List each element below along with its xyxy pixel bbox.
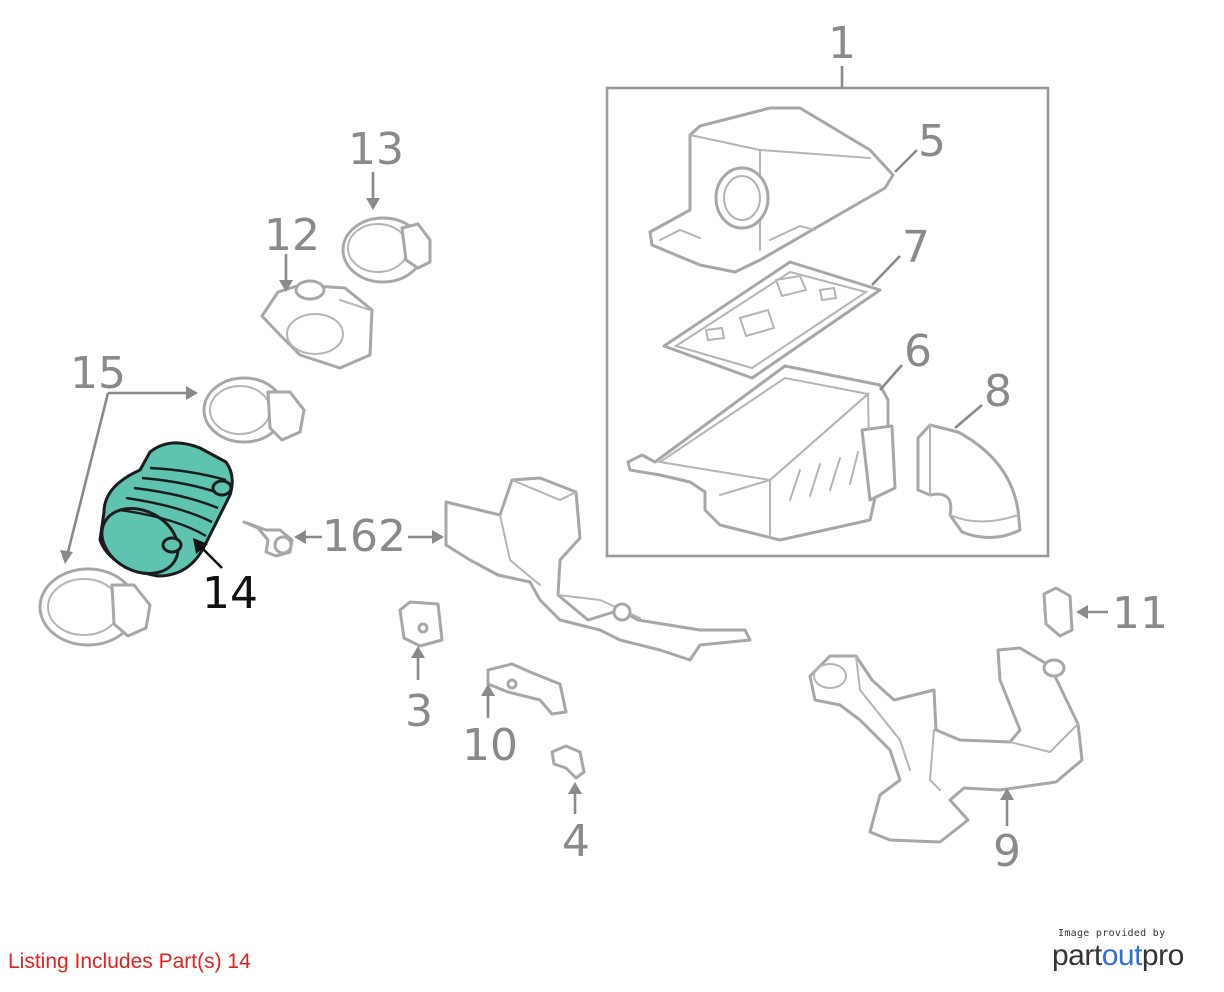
brand-part: part <box>1052 939 1102 972</box>
part-8-intake-elbow[interactable] <box>916 423 1022 539</box>
callout-1[interactable]: 1 <box>828 18 856 69</box>
arrow-10 <box>481 684 495 696</box>
part-5-air-cleaner-cover[interactable] <box>648 106 895 274</box>
callout-14[interactable]: 14 <box>202 568 258 619</box>
callout-4[interactable]: 4 <box>562 816 590 867</box>
part-11-clip[interactable] <box>1042 586 1074 638</box>
partoutpro-credit: Image provided by partoutpro <box>1052 928 1212 973</box>
arrow-162-right <box>432 530 444 544</box>
callout-9[interactable]: 9 <box>993 826 1021 877</box>
arrow-15-lower <box>60 550 73 564</box>
part-14-intake-hose[interactable] <box>91 441 234 586</box>
part-13-clamp[interactable] <box>341 216 432 284</box>
leader-7 <box>871 255 901 286</box>
arrow-15-upper <box>186 386 198 400</box>
arrow-162-left <box>294 530 306 544</box>
part-162-bolt[interactable] <box>242 520 294 558</box>
part-3-clip[interactable] <box>398 600 444 648</box>
brand-pro: pro <box>1141 939 1184 972</box>
part-4-clip[interactable] <box>550 744 586 780</box>
callout-10[interactable]: 10 <box>462 720 518 771</box>
callout-6[interactable]: 6 <box>904 326 932 377</box>
part-15-clamp-upper[interactable] <box>202 376 306 444</box>
arrow-14 <box>193 538 208 554</box>
arrow-4 <box>568 782 582 794</box>
assembly-box-1 <box>605 86 1050 558</box>
listing-includes-label: Listing Includes Part(s) 14 <box>8 950 251 973</box>
part-7-air-filter[interactable] <box>662 260 882 380</box>
callout-8[interactable]: 8 <box>984 366 1012 417</box>
leader-15-lower <box>64 392 110 561</box>
part-6-air-cleaner-housing[interactable] <box>626 364 897 542</box>
callout-3[interactable]: 3 <box>405 686 433 737</box>
callout-5[interactable]: 5 <box>918 116 946 167</box>
image-credit-caption: Image provided by <box>1058 928 1166 939</box>
arrow-11 <box>1076 605 1088 619</box>
leader-8 <box>954 404 983 429</box>
callout-15[interactable]: 15 <box>70 348 126 399</box>
arrow-3 <box>411 646 425 658</box>
support-bracket[interactable] <box>444 476 752 662</box>
callout-11[interactable]: 11 <box>1112 588 1168 639</box>
part-12-maf-sensor[interactable] <box>260 279 374 370</box>
callout-162[interactable]: 162 <box>322 511 406 562</box>
part-15-clamp-lower[interactable] <box>38 567 152 647</box>
callout-13[interactable]: 13 <box>348 124 404 175</box>
arrow-13 <box>366 198 380 210</box>
arrow-9 <box>1000 788 1014 800</box>
brand-out: out <box>1101 939 1143 972</box>
partoutpro-logo: partoutpro <box>1052 939 1212 973</box>
leader-6 <box>879 364 903 391</box>
callout-12[interactable]: 12 <box>264 210 320 261</box>
part-9-intake-duct[interactable] <box>808 646 1084 844</box>
arrow-12 <box>279 280 293 292</box>
part-10-bracket[interactable] <box>486 662 568 716</box>
callout-7[interactable]: 7 <box>902 222 930 273</box>
leader-5 <box>894 149 918 173</box>
